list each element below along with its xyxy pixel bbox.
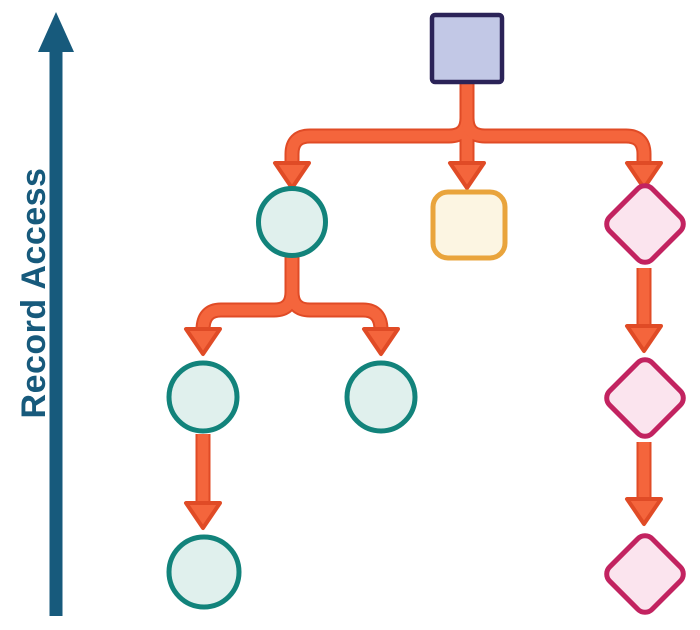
- arrowhead-to-diamond3-icon: [625, 497, 663, 526]
- tree-nodes: [166, 12, 686, 615]
- arrowhead-to-diamond1-icon: [625, 161, 663, 190]
- edge-circle1-to-circle2a: [195, 256, 300, 331]
- connector-arrows-outline: [195, 82, 652, 504]
- node-rounded-square-1: [430, 189, 508, 261]
- node-circle-1: [256, 186, 328, 258]
- edge-circle1-to-circle2b: [284, 256, 389, 331]
- arrowhead-to-rsq1-icon: [448, 161, 486, 190]
- node-diamond-3: [604, 533, 686, 615]
- axis-label: Record Access: [15, 168, 53, 419]
- connector-arrows-fill: [197, 82, 650, 504]
- node-diamond-2: [604, 357, 686, 439]
- edge-root-to-circle1-fill: [286, 82, 473, 164]
- node-diamond-1: [604, 183, 686, 265]
- node-circle-2a: [166, 360, 240, 434]
- node-circle-2b: [344, 360, 418, 434]
- arrowhead-to-circle3-icon: [184, 501, 222, 530]
- node-root-square: [429, 12, 505, 85]
- edge-root-to-diamond1: [459, 82, 652, 164]
- edge-circle1-to-circle2a-fill: [197, 256, 298, 331]
- node-circle-3: [166, 534, 242, 610]
- arrowhead-to-circle2a-icon: [184, 327, 222, 356]
- edge-root-to-circle1: [284, 82, 475, 164]
- record-access-axis: Record Access: [15, 12, 74, 616]
- connector-arrowheads: [184, 161, 663, 530]
- edge-root-to-diamond1-fill: [461, 82, 650, 164]
- arrowhead-to-diamond2-icon: [625, 324, 663, 353]
- arrowhead-to-circle2b-icon: [362, 327, 400, 356]
- arrowhead-to-circle1-icon: [273, 161, 311, 190]
- edge-circle1-to-circle2b-fill: [286, 256, 387, 331]
- axis-arrowhead-up-icon: [38, 12, 74, 52]
